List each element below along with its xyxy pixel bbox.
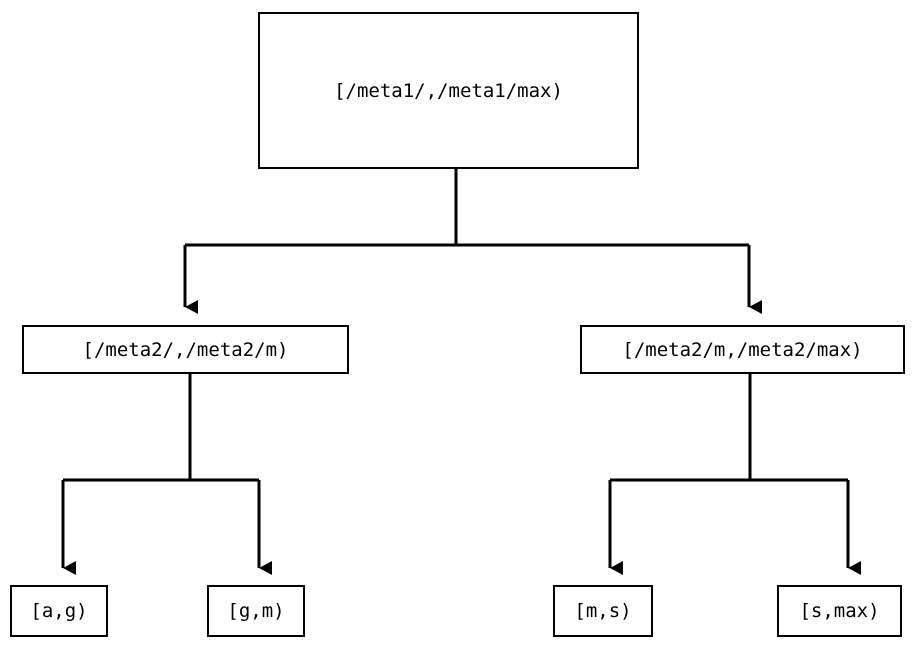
node-leaf-s-max[interactable]: [s,max) — [777, 585, 902, 637]
node-mid-left[interactable]: [/meta2/,/meta2/m) — [22, 325, 349, 374]
node-leaf-s-max-label: [s,max) — [799, 600, 880, 622]
node-leaf-g-m[interactable]: [g,m) — [207, 585, 305, 637]
node-leaf-a-g[interactable]: [a,g) — [10, 585, 108, 637]
node-root[interactable]: [/meta1/,/meta1/max) — [258, 12, 639, 169]
node-root-label: [/meta1/,/meta1/max) — [334, 79, 563, 102]
node-mid-right-label: [/meta2/m,/meta2/max) — [622, 338, 863, 361]
node-mid-right[interactable]: [/meta2/m,/meta2/max) — [580, 325, 905, 374]
node-leaf-m-s-label: [m,s) — [574, 600, 632, 622]
node-leaf-m-s[interactable]: [m,s) — [553, 585, 653, 637]
node-leaf-a-g-label: [a,g) — [30, 600, 88, 622]
node-leaf-g-m-label: [g,m) — [227, 600, 285, 622]
node-mid-left-label: [/meta2/,/meta2/m) — [82, 338, 289, 361]
